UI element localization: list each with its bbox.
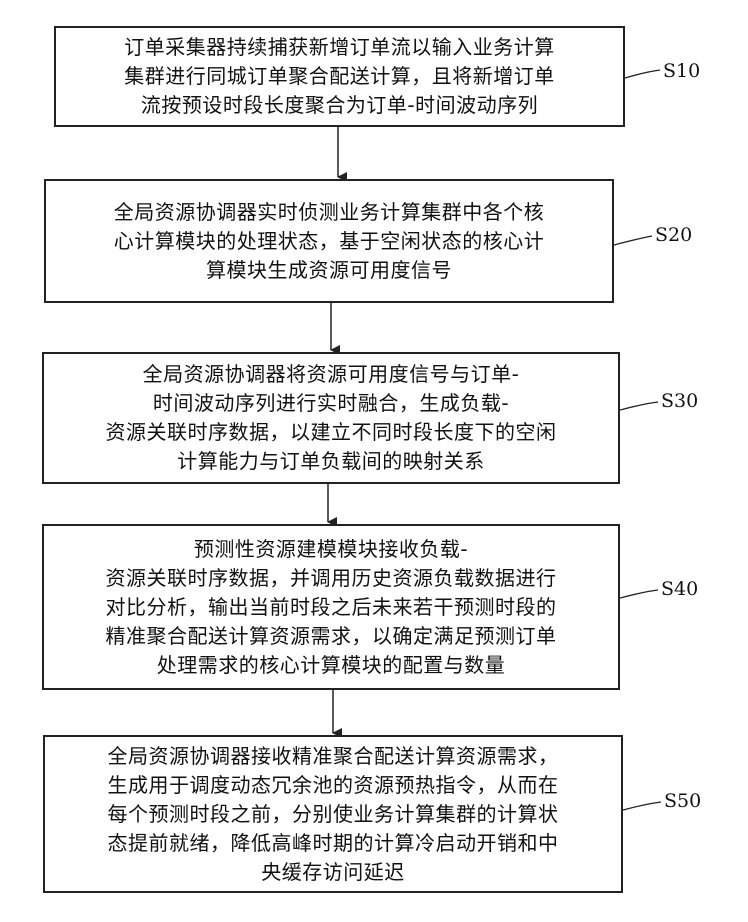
step-s40-line-5: 处理需求的核心计算模块的配置与数量 — [157, 651, 506, 680]
step-s40-line-1: 预测性资源建模模块接收负载- — [194, 535, 468, 564]
step-s40-line-2: 资源关联时序数据，并调用历史资源负载数据进行 — [106, 564, 557, 593]
step-s30-line-3: 资源关联时序数据，以建立不同时段长度下的空闲 — [106, 418, 557, 447]
step-label-s40: S40 — [661, 578, 698, 600]
leader-line-s30 — [620, 402, 658, 410]
step-s50-line-3: 每个预测时段之前，分别使业务计算集群的计算状 — [108, 800, 559, 829]
step-s30-line-2: 时间波动序列进行实时融合，生成负载- — [153, 389, 509, 418]
step-box-s40: 预测性资源建模模块接收负载- 资源关联时序数据，并调用历史资源负载数据进行 对比… — [42, 524, 620, 690]
step-s10-line-2: 集群进行同城订单聚合配送计算，且将新增订单 — [124, 62, 555, 91]
step-s50-line-5: 央缓存访问延迟 — [261, 858, 405, 887]
leader-line-s10 — [625, 70, 660, 78]
step-s40-line-3: 对比分析，输出当前时段之后未来若干预测时段的 — [106, 593, 557, 622]
leader-line-s20 — [614, 236, 652, 245]
step-box-s20: 全局资源协调器实时侦测业务计算集群中各个核 心计算模块的处理状态，基于空闲状态的… — [44, 179, 614, 303]
step-box-s50: 全局资源协调器接收精准聚合配送计算资源需求， 生成用于调度动态冗余池的资源预热指… — [43, 735, 623, 893]
step-s40-line-4: 精准聚合配送计算资源需求，以确定满足预测订单 — [106, 622, 557, 651]
step-s50-line-1: 全局资源协调器接收精准聚合配送计算资源需求， — [108, 742, 559, 771]
step-box-s10: 订单采集器持续捕获新增订单流以输入业务计算 集群进行同城订单聚合配送计算，且将新… — [54, 26, 625, 127]
step-label-s50: S50 — [664, 790, 701, 812]
step-s50-line-2: 生成用于调度动态冗余池的资源预热指令，从而在 — [108, 771, 559, 800]
leader-line-s50 — [623, 802, 661, 810]
step-s10-line-1: 订单采集器持续捕获新增订单流以输入业务计算 — [124, 33, 555, 62]
step-s10-line-3: 流按预设时段长度聚合为订单-时间波动序列 — [141, 91, 538, 120]
step-s30-line-1: 全局资源协调器将资源可用度信号与订单- — [143, 360, 520, 389]
step-s20-line-1: 全局资源协调器实时侦测业务计算集群中各个核 — [114, 198, 545, 227]
step-label-s20: S20 — [655, 224, 692, 246]
step-s50-line-4: 态提前就绪，降低高峰时期的计算冷启动开销和中 — [108, 829, 559, 858]
step-label-s10: S10 — [663, 60, 700, 82]
step-s20-line-2: 心计算模块的处理状态，基于空闲状态的核心计 — [114, 227, 545, 256]
step-label-s30: S30 — [661, 390, 698, 412]
leader-line-s40 — [620, 590, 658, 598]
step-box-s30: 全局资源协调器将资源可用度信号与订单- 时间波动序列进行实时融合，生成负载- 资… — [42, 352, 620, 484]
step-s20-line-3: 算模块生成资源可用度信号 — [206, 256, 452, 285]
step-s30-line-4: 计算能力与订单负载间的映射关系 — [177, 447, 485, 476]
